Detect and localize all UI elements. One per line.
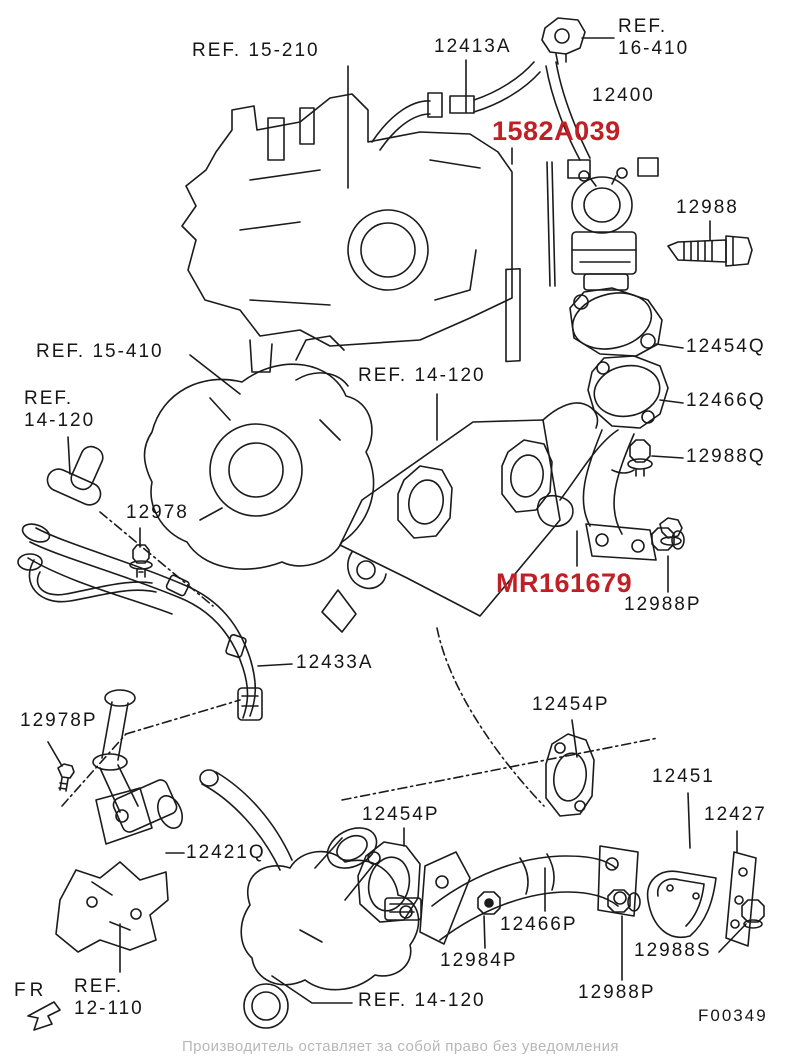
label-12454p-left: 12454P xyxy=(362,804,440,825)
hose-12413a-drawing xyxy=(371,61,591,161)
label-12454q: 12454Q xyxy=(686,336,766,357)
bracket-ref-12-110-drawing xyxy=(55,861,169,953)
label-mr161679-highlight: MR161679 xyxy=(496,568,633,598)
label-12984p: 12984P xyxy=(440,950,518,971)
label-ref-15-410: REF. 15-410 xyxy=(36,341,164,362)
label-12413a: 12413A xyxy=(434,36,512,57)
bolt-12988p-bottom-drawing xyxy=(607,889,641,913)
watermark-text: Производитель оставляет за собой право б… xyxy=(182,1038,619,1055)
solenoid-valve-drawing xyxy=(92,689,183,845)
label-1582a039-highlight: 1582A039 xyxy=(492,116,621,146)
egr-pipe-drawing xyxy=(536,429,683,561)
flange-12466q-drawing xyxy=(587,355,669,429)
bolt-12988-drawing xyxy=(667,235,753,267)
gasket-12454p-right-drawing xyxy=(545,733,595,817)
label-12454p-right: 12454P xyxy=(532,694,610,715)
label-12988p-right: 12988P xyxy=(624,594,702,615)
label-12988q: 12988Q xyxy=(686,446,766,467)
vacuum-pipe-bundle-drawing xyxy=(17,523,263,721)
label-12466p: 12466P xyxy=(500,914,578,935)
hose-ref-14-120-left-drawing xyxy=(46,445,104,506)
coolant-hose-drawing xyxy=(199,769,293,871)
sensor-ref-16-410-drawing xyxy=(541,17,586,65)
intake-manifold-drawing xyxy=(181,93,521,373)
label-12988s: 12988S xyxy=(634,940,712,961)
gasket-12454q-drawing xyxy=(569,287,663,357)
bolt-12988s-drawing xyxy=(741,899,765,929)
label-ref-14-120-mid: REF. 14-120 xyxy=(358,365,486,386)
egr-cooler-drawing xyxy=(321,402,619,633)
label-12466q: 12466Q xyxy=(686,390,766,411)
label-ref-15-210: REF. 15-210 xyxy=(192,40,320,61)
bolt-12978-drawing xyxy=(129,544,153,578)
figure-code: F00349 xyxy=(698,1006,768,1025)
gasket-12454p-left-drawing xyxy=(357,841,421,923)
label-12421q: 12421Q xyxy=(186,842,266,863)
screw-12978p-drawing xyxy=(57,763,75,792)
label-12988: 12988 xyxy=(676,197,739,218)
label-12988p-bottom: 12988P xyxy=(578,982,656,1003)
turbocharger-drawing xyxy=(143,335,375,570)
label-ref-14-120-left: REF. 14-120 xyxy=(24,388,96,432)
label-12400: 12400 xyxy=(592,85,655,106)
nut-12984p-drawing xyxy=(477,891,501,915)
label-12433a: 12433A xyxy=(296,652,374,673)
label-12978: 12978 xyxy=(126,502,189,523)
plate-12427-drawing xyxy=(725,851,757,947)
heat-protector-12451-drawing xyxy=(646,870,717,939)
water-outlet-drawing xyxy=(240,827,422,1029)
label-12451: 12451 xyxy=(652,766,715,787)
bolt-12988p-right-drawing xyxy=(651,527,685,551)
label-ref-14-120-bottom: REF. 14-120 xyxy=(358,990,486,1011)
label-ref-12-110: REF. 12-110 xyxy=(74,976,144,1020)
label-12427: 12427 xyxy=(704,804,767,825)
egr-valve-drawing xyxy=(546,157,659,291)
label-fr: FR xyxy=(14,980,48,1001)
fr-arrow-icon xyxy=(27,1001,61,1031)
label-12978p: 12978P xyxy=(20,710,98,731)
label-ref-16-410: REF. 16-410 xyxy=(618,16,690,60)
bolt-12988q-drawing xyxy=(627,439,653,477)
water-pipe-12466p-drawing xyxy=(419,845,639,945)
